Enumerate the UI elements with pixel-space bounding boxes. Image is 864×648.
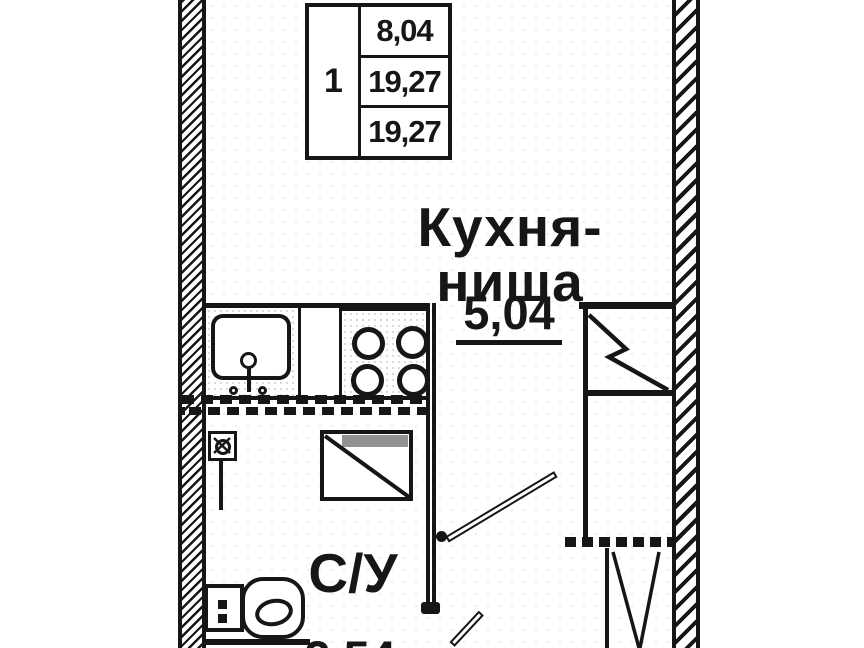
bathroom-edge-line [203, 639, 310, 645]
sink-counter-section [206, 308, 298, 396]
partition-dashed-top [182, 395, 426, 404]
partition-dashed-bottom [182, 407, 426, 415]
kitchen-sink-icon [211, 314, 291, 380]
left-wall [178, 0, 206, 648]
toilet-tank-icon [204, 584, 244, 632]
stove-icon [342, 308, 430, 397]
door-jamb [421, 602, 440, 614]
tank-detail [218, 600, 227, 609]
kitchen-niche-label: Кухня-ниша [417, 196, 603, 313]
toilet-bowl-icon [241, 577, 305, 639]
apartment-info-table: 1 8,04 19,27 19,27 [305, 3, 452, 160]
shaft-top-line [579, 302, 673, 309]
faucet-knob-right [258, 386, 267, 395]
stove-burner [352, 327, 385, 360]
tank-detail [218, 614, 227, 623]
table-cell-overall-area: 19,27 [361, 105, 448, 156]
shower-shade [342, 435, 408, 447]
shaft-divider-line [586, 390, 672, 396]
shower-tray-icon [320, 430, 413, 501]
kitchen-niche-area: 5,04 [456, 289, 562, 345]
stove-burner [396, 326, 429, 359]
opening-line [605, 548, 609, 648]
faucet-icon [240, 352, 257, 369]
table-cell-total-area: 19,27 [361, 54, 448, 106]
shaft-dashed-bottom [565, 537, 674, 547]
faucet-knob-left [229, 386, 238, 395]
door-hinge-icon [436, 531, 447, 542]
bathroom-label: С/У [308, 542, 398, 604]
table-cell-living-area: 8,04 [376, 12, 433, 48]
stove-burner [397, 364, 430, 397]
counter-section [298, 308, 342, 396]
faucet-stem [247, 368, 251, 392]
washbasin-icon [208, 431, 237, 461]
bathroom-partition-wall [426, 303, 436, 614]
stove-burner [351, 364, 384, 397]
washbasin-drain [215, 439, 231, 455]
pipe-riser [219, 461, 223, 510]
right-wall [672, 0, 700, 648]
table-areas-column: 8,04 19,27 19,27 [361, 7, 448, 156]
shaft-left-line [583, 307, 588, 537]
bathroom-area: 2,54 [288, 634, 412, 648]
table-cell-rooms: 1 [309, 7, 361, 156]
kitchen-counter [206, 303, 430, 400]
toilet-bowl-inner [252, 595, 296, 630]
